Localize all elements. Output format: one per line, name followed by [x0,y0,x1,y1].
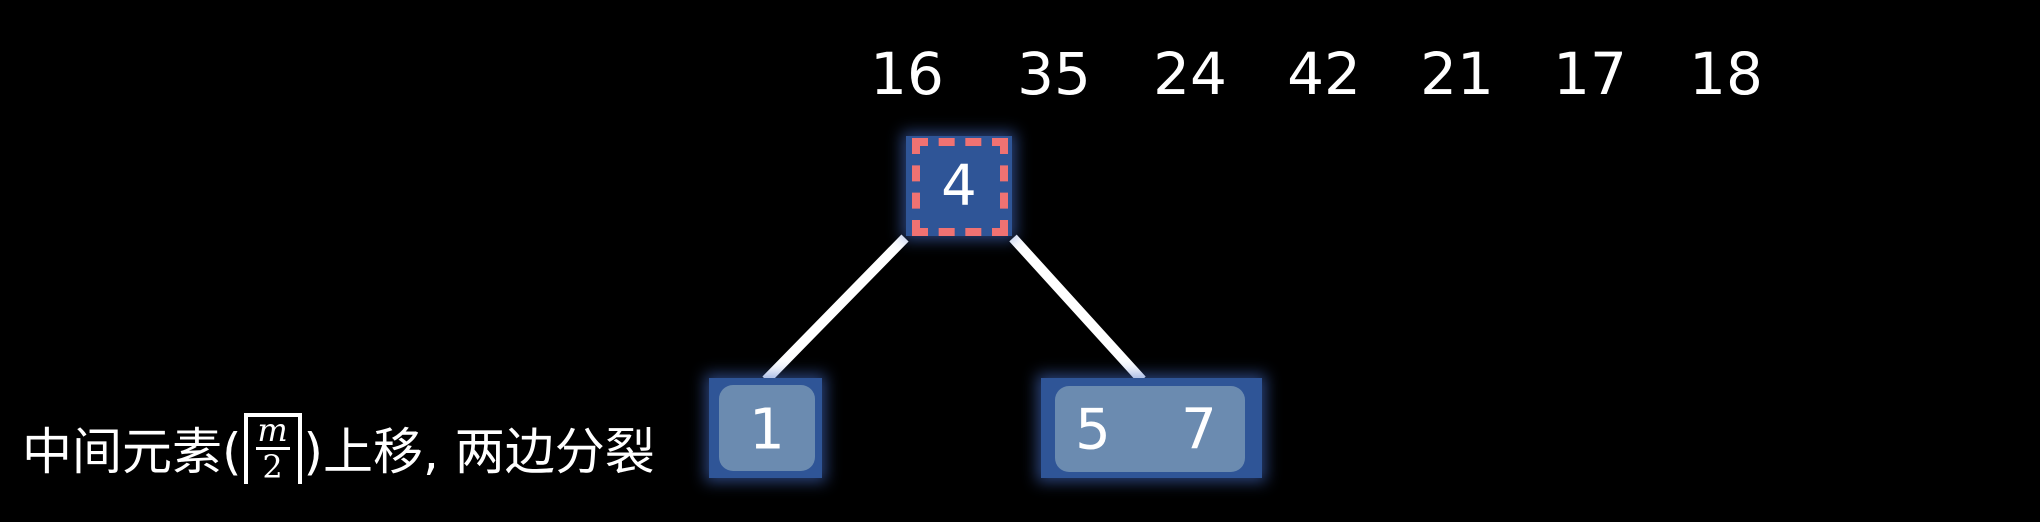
sequence-item: 42 [1287,40,1361,108]
caption: 中间元素( m 2 )上移, 两边分裂 [22,412,655,484]
right-key: 7 [1181,397,1217,463]
sequence-item: 24 [1153,40,1227,108]
root-key: 4 [941,153,977,219]
ceiling-fraction: m 2 [243,410,302,486]
fraction-denominator: 2 [262,447,283,486]
sequence-item: 21 [1420,40,1494,108]
sequence-item: 16 [870,40,944,108]
right-node-inner [1055,386,1245,472]
sequence-item: 35 [1017,40,1091,108]
root-node: 4 [906,136,1012,236]
edge-root-left [762,234,909,384]
highlight-box [912,138,1008,236]
sequence-item: 17 [1553,40,1627,108]
left-key: 1 [749,397,785,463]
left-node-inner [719,385,815,471]
caption-prefix: 中间元素( [22,423,242,481]
left-node: 1 [709,378,822,478]
right-key: 5 [1075,397,1111,463]
caption-suffix: )上移, 两边分裂 [303,423,655,481]
fraction-numerator: m [257,410,288,449]
sequence-item: 18 [1689,40,1763,108]
right-node: 5 7 [1041,378,1262,478]
fraction-bar [255,446,290,450]
edge-root-right [1009,234,1146,384]
